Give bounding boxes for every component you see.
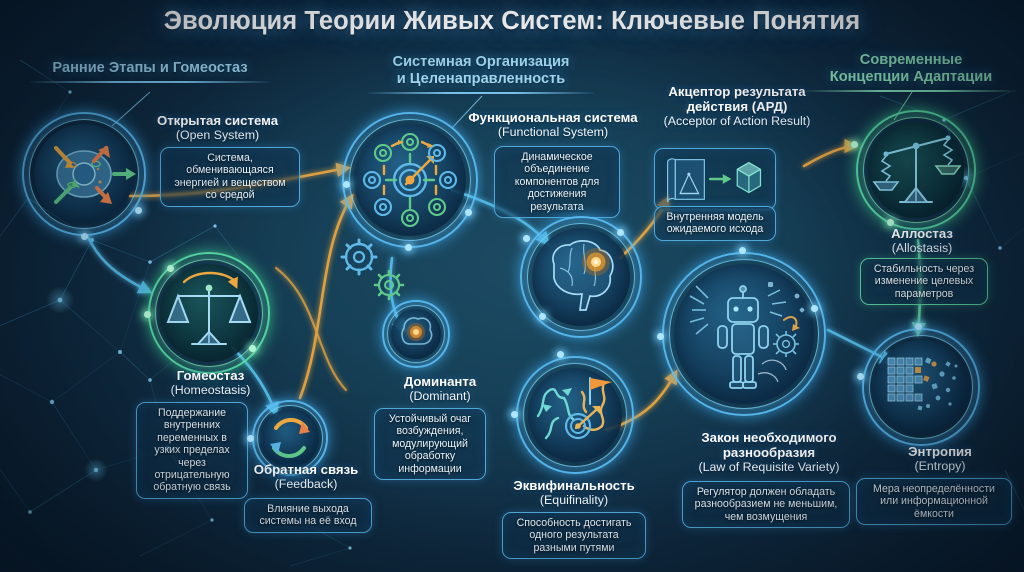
concept-title-en: (Allostasis) (891, 241, 953, 255)
node-connector-dot (850, 140, 858, 148)
node-connector-dot (738, 246, 746, 254)
section-heading-system-line1: Системная Организация (392, 54, 570, 70)
concept-title-en: (Acceptor of Action Result) (663, 114, 811, 128)
concept-label-homeostasis: Гомеостаз (Homeostasis) (128, 368, 293, 397)
concept-desc-requisite-variety: Регулятор должен обладать разнообразием … (682, 481, 850, 529)
node-equifinality[interactable] (510, 350, 634, 474)
concept-desc-dominant: Устойчивый очаг возбуждения, модулирующи… (374, 408, 486, 481)
section-heading-system-line2: и Целенаправленность (396, 71, 566, 87)
section-heading-early-rule (30, 81, 270, 83)
concept-title-ru: Акцептор результата действия (АРД) (668, 84, 806, 114)
node-connector-dot (134, 206, 142, 214)
concept-title-ru: Гомеостаз (176, 368, 245, 383)
brain-icon (552, 240, 614, 311)
concept-title-en: (Dominant) (409, 389, 471, 403)
concept-title-en: (Functional System) (497, 125, 609, 139)
multiple-paths-target-icon (536, 377, 612, 440)
section-heading-modern: Современные Концепции Адаптации (806, 52, 1016, 92)
section-heading-early-line1: Ранние Этапы и Гомеостаз (52, 60, 248, 76)
cell-exchange-icon (54, 146, 136, 204)
section-heading-modern-line2: Концепции Адаптации (829, 69, 993, 85)
node-requisite-variety[interactable] (656, 246, 826, 416)
concept-label-functional-system: Функциональная система (Functional Syste… (468, 110, 638, 139)
section-heading-system-rule (368, 92, 594, 94)
concept-title-ru: Закон необходимого разнообразия (701, 430, 837, 460)
node-connector-dot (80, 232, 88, 240)
node-entropy[interactable] (856, 322, 980, 446)
node-connector-dot (342, 180, 350, 188)
acceptor-illustration-panel (654, 148, 776, 210)
node-connector-dot (856, 372, 864, 380)
concept-title-ru: Открытая система (156, 113, 279, 128)
node-connector-dot (914, 322, 922, 330)
node-homeostasis[interactable] (143, 252, 270, 374)
node-connector-dot (616, 228, 624, 236)
concept-label-requisite-variety: Закон необходимого разнообразия (Law of … (660, 430, 878, 474)
concept-title-ru: Доминанта (403, 374, 477, 389)
section-heading-modern-line1: Современные (859, 52, 963, 68)
concept-label-acceptor: Акцептор результата действия (АРД) (Acce… (642, 84, 832, 128)
concept-title-en: (Open System) (175, 128, 260, 142)
concept-title-ru: Обратная связь (253, 462, 359, 477)
node-connector-dot (522, 234, 530, 242)
node-connector-dot (166, 264, 174, 272)
section-heading-early: Ранние Этапы и Гомеостаз (30, 60, 270, 83)
concept-desc-allostasis: Стабильность через изменение целевых пар… (860, 258, 988, 306)
concept-label-dominant: Доминанта (Dominant) (372, 374, 508, 403)
blueprint-cube-icon (667, 158, 762, 203)
concept-desc-acceptor: Внутренняя модель ожидаемого исхода (654, 206, 776, 241)
concept-title-en: (Homeostasis) (170, 383, 251, 397)
node-connector-dot (246, 434, 254, 442)
tilted-scale-icon (872, 135, 962, 203)
robot-variety-icon (689, 282, 805, 389)
entropy-dispersion-icon (887, 357, 958, 411)
node-open-system[interactable] (22, 112, 146, 240)
concept-desc-feedback: Влияние выхода системы на её вход (244, 498, 372, 533)
concept-desc-open-system: Система, обменивающаяся энергией и вещес… (160, 147, 300, 207)
page-title: Эволюция Теории Живых Систем: Ключевые П… (163, 7, 861, 35)
node-allostasis[interactable] (850, 110, 976, 230)
concept-title-ru: Эквифинальность (513, 478, 635, 493)
concept-label-open-system: Открытая система (Open System) (140, 113, 295, 142)
concept-desc-functional-system: Динамическое объединение компонентов для… (494, 146, 620, 219)
concept-label-entropy: Энтропия (Entropy) (880, 444, 1000, 473)
node-connector-dot (656, 332, 664, 340)
concept-title-ru: Энтропия (908, 444, 972, 459)
concept-title-en: (Law of Requisite Variety) (698, 460, 840, 474)
concept-title-ru: Аллостаз (891, 226, 953, 241)
concept-title-en: (Entropy) (914, 459, 966, 473)
node-connector-dot (538, 312, 546, 320)
brain-focus-icon (401, 317, 433, 345)
node-connector-dot (464, 208, 472, 216)
node-brain[interactable] (520, 216, 642, 338)
node-connector-dot (404, 243, 412, 251)
node-dominant-focus[interactable] (382, 300, 450, 368)
concept-desc-homeostasis: Поддержание внутренних переменных в узки… (136, 402, 248, 499)
balance-scale-icon (166, 271, 252, 345)
concept-title-en: (Equifinality) (539, 493, 609, 507)
concept-desc-equifinality: Способность достигать одного результата … (502, 512, 646, 560)
node-connector-dot (143, 310, 151, 318)
node-connector-dot (510, 410, 518, 418)
concept-label-feedback: Обратная связь (Feedback) (236, 462, 376, 491)
concept-title-en: (Feedback) (274, 477, 338, 491)
section-heading-system: Системная Организация и Целенаправленнос… (368, 54, 594, 94)
node-connector-dot (556, 350, 564, 358)
node-connector-dot (810, 304, 818, 312)
concept-title-ru: Функциональная система (468, 110, 638, 125)
node-connector-dot (248, 344, 256, 352)
concept-label-equifinality: Эквифинальность (Equifinality) (492, 478, 656, 507)
node-connector-dot (886, 218, 894, 226)
concept-desc-entropy: Мера неопределённости или информационной… (856, 478, 1012, 526)
section-heading-modern-rule (806, 90, 1016, 92)
concept-label-allostasis: Аллостаз (Allostasis) (852, 226, 992, 255)
